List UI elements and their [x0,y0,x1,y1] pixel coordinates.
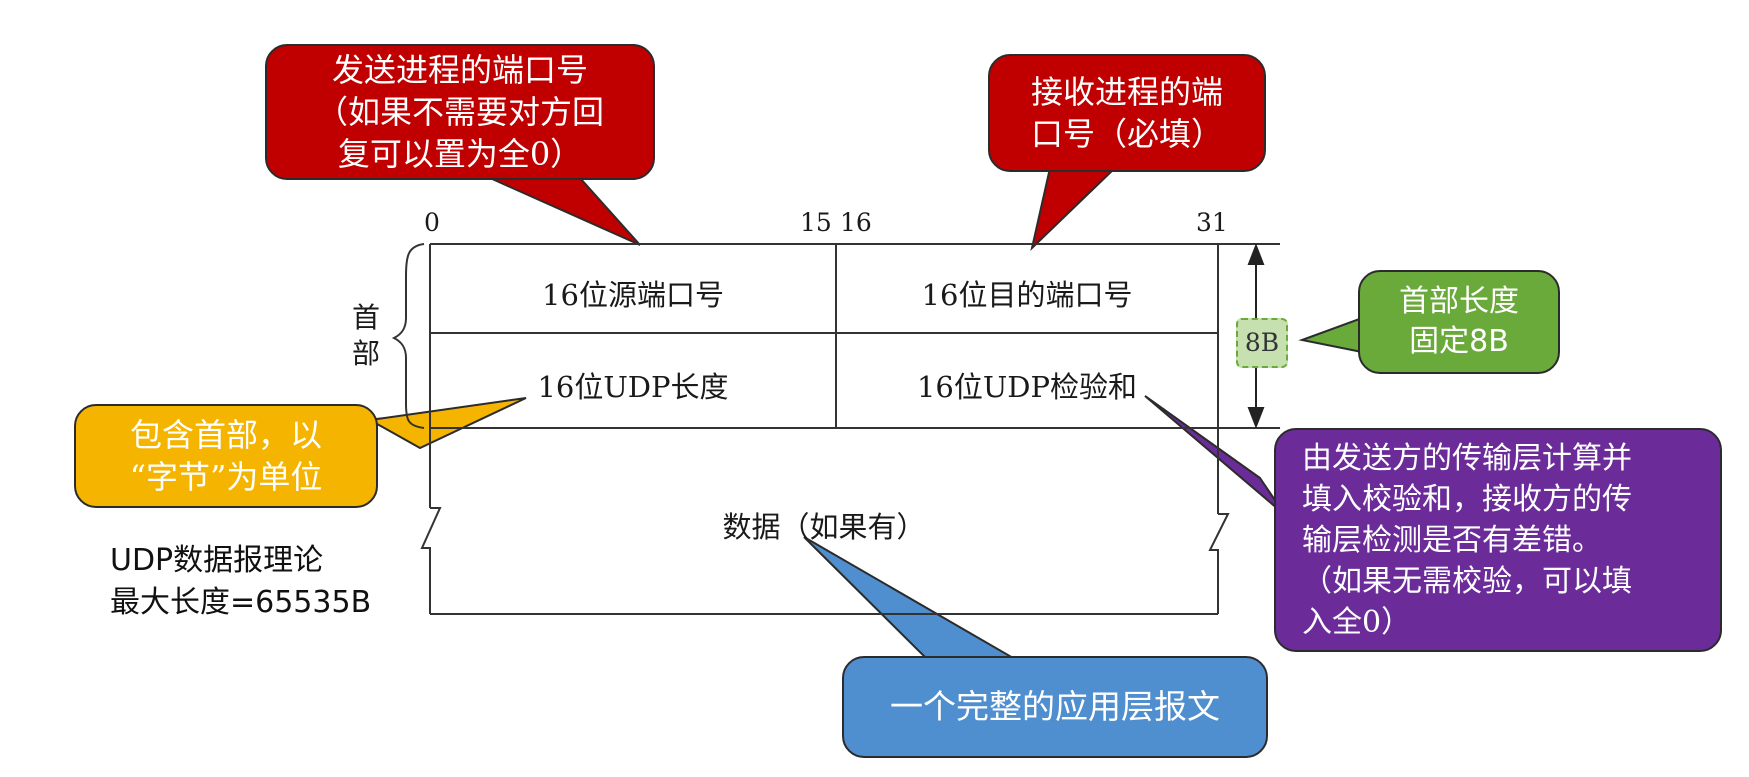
callout-src-port: 发送进程的端口号 （如果不需要对方回 复可以置为全0） [265,44,655,180]
field-dst-port: 16位目的端口号 [921,278,1133,312]
max-length-note-line: UDP数据报理论 [110,543,324,578]
callout-checksum-line: 填入校验和，接收方的传 [1302,481,1632,517]
callout-length-line: 包含首部，以 [129,416,322,454]
udp-header-table [420,243,1280,615]
callout-header-length: 首部长度 固定8B [1358,270,1560,374]
callout-tail-dst-port [1030,167,1118,252]
max-length-note-line: 最大长度=65535B [110,585,372,620]
callout-tail-data [803,536,1024,663]
bit-label-16: 16 [840,208,872,237]
callout-dst-port: 接收进程的端 口号（必填） [988,54,1266,172]
field-checksum: 16位UDP检验和 [916,370,1138,404]
field-src-port: 16位源端口号 [542,278,724,312]
callout-header-length-line: 首部长度 [1399,284,1519,319]
callout-header-length-line: 固定8B [1409,324,1509,359]
callout-src-port-line: 发送进程的端口号 [331,51,588,89]
callout-dst-port-line: 接收进程的端 [1030,73,1223,111]
callout-tail-checksum [1144,395,1286,516]
bit-label-15: 15 [800,208,832,237]
callout-src-port-line: 复可以置为全0） [337,135,583,173]
header-label-char-1: 首 [352,301,381,334]
callout-checksum: 由发送方的传输层计算并 填入校验和，接收方的传 输层检测是否有差错。 （如果无需… [1274,428,1722,652]
callout-checksum-line: （如果无需校验，可以填 [1302,563,1632,599]
callout-src-port-line: （如果不需要对方回 [315,93,604,131]
callout-checksum-line: 输层检测是否有差错。 [1302,522,1602,558]
header-label: 首 部 [352,300,380,372]
callout-tail-length [366,397,527,450]
max-length-note: UDP数据报理论 最大长度=65535B [110,540,371,624]
callout-length-line: “字节”为单位 [129,458,323,496]
field-data: 数据（如果有） [722,510,926,544]
header-brace-icon [391,243,425,429]
header-label-char-2: 部 [352,337,381,370]
callout-checksum-line: 入全0） [1302,604,1412,640]
callout-tail-header-len [1298,316,1363,354]
callout-checksum-line: 由发送方的传输层计算并 [1302,440,1632,476]
field-length: 16位UDP长度 [537,370,729,404]
callout-data-line: 一个完整的应用层报文 [890,687,1220,726]
callout-tail-src-port [489,177,641,246]
bit-label-31: 31 [1196,208,1228,237]
callout-length: 包含首部，以 “字节”为单位 [74,404,378,508]
callout-data: 一个完整的应用层报文 [842,656,1268,758]
size-badge: 8B [1236,318,1288,368]
bit-label-0: 0 [424,208,440,237]
callout-dst-port-line: 口号（必填） [1030,115,1223,153]
